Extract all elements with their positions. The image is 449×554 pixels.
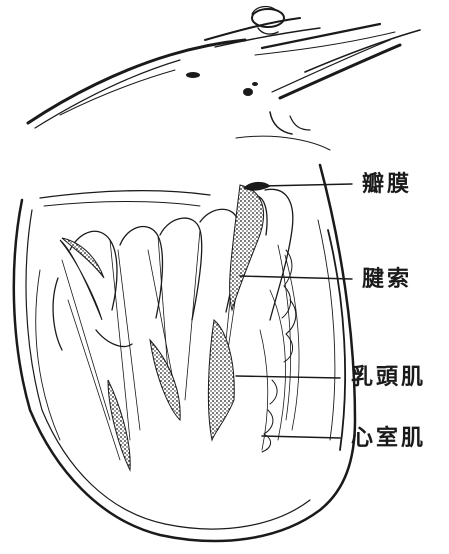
leader-line-myocardium — [262, 436, 340, 438]
atrium-marks — [186, 72, 258, 96]
chordae-tendineae — [62, 200, 299, 460]
leader-line-chordae — [240, 276, 352, 279]
label-papillary-muscle: 乳頭肌 — [351, 366, 426, 388]
leader-line-valve — [262, 184, 352, 186]
atrium-sketch — [28, 7, 420, 150]
label-ventricular-myocardium: 心室肌 — [351, 427, 426, 449]
label-valve: 瓣膜 — [362, 173, 412, 195]
leader-line-papillary — [236, 376, 340, 378]
label-chordae-tendineae: 腱索 — [362, 268, 412, 290]
ventricle-wall — [14, 165, 355, 541]
